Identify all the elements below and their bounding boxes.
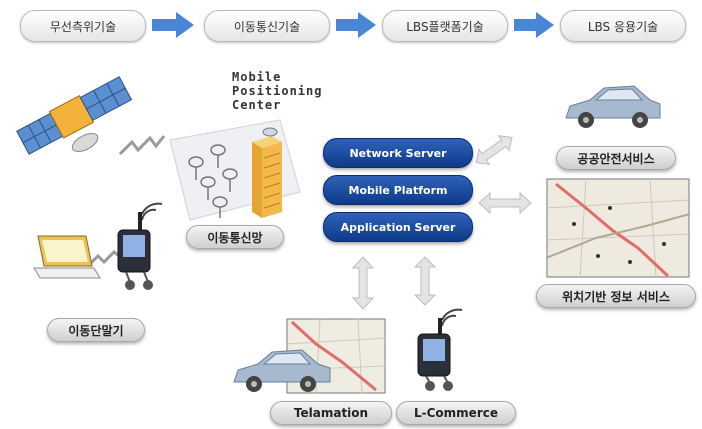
step-label: 이동통신기술 <box>233 19 301 34</box>
server-label: Mobile Platform <box>348 183 448 197</box>
flow-arrows <box>152 12 554 38</box>
telematics-label: Telamation <box>270 401 392 425</box>
car-icon <box>233 349 331 392</box>
telematics-text: Telamation <box>293 406 369 420</box>
lightning-signal-icon <box>118 135 166 156</box>
pda-terminal-icon <box>117 202 163 290</box>
server-label: Application Server <box>340 220 456 234</box>
step-label: LBS플랫폼기술 <box>406 19 484 34</box>
double-arrow-icon <box>478 191 532 215</box>
mpc-label: Mobile Positioning Center <box>232 70 322 112</box>
step-wireless-positioning: 무선측위기술 <box>20 10 146 42</box>
public-safety-text: 공공안전서비스 <box>577 151 655 166</box>
laptop-icon <box>33 235 101 279</box>
lightning-signal-icon <box>86 250 123 268</box>
public-safety-label: 공공안전서비스 <box>556 146 676 170</box>
mobile-terminal-text: 이동단말기 <box>68 323 124 338</box>
mpc-label-line: Mobile <box>232 70 282 84</box>
commerce-text: L-Commerce <box>414 406 498 420</box>
location-service-label: 위치기반 정보 서비스 <box>536 284 696 308</box>
car-icon <box>565 85 661 128</box>
satellite-icon <box>16 76 133 155</box>
mobile-platform-box: Mobile Platform <box>323 175 473 205</box>
step-label: 무선측위기술 <box>49 19 117 34</box>
location-service-text: 위치기반 정보 서비스 <box>562 289 670 304</box>
flow-arrow-2-icon <box>336 12 376 38</box>
flow-arrow-3-icon <box>514 12 554 38</box>
double-arrow-icon <box>475 135 513 165</box>
commerce-label: L-Commerce <box>396 401 516 425</box>
server-label: Network Server <box>349 146 447 160</box>
step-lbs-application: LBS 응용기술 <box>560 10 686 42</box>
location-map-image <box>546 178 690 278</box>
double-arrow-icon <box>351 256 375 310</box>
pda-terminal-icon <box>417 308 463 391</box>
application-server-box: Application Server <box>323 212 473 242</box>
mpc-label-line: Center <box>232 98 282 112</box>
mobile-network-label: 이동통신망 <box>186 225 284 249</box>
mobile-network-text: 이동통신망 <box>207 230 263 245</box>
network-server-box: Network Server <box>323 138 473 168</box>
step-lbs-platform: LBS플랫폼기술 <box>382 10 508 42</box>
step-mobile-communication: 이동통신기술 <box>204 10 330 42</box>
building-icon <box>252 127 282 218</box>
step-label: LBS 응용기술 <box>587 19 659 34</box>
double-arrow-icon <box>413 256 437 306</box>
base-station-area <box>169 119 301 221</box>
antenna-dish-icon <box>188 144 238 218</box>
flow-arrow-1-icon <box>152 12 194 38</box>
mobile-terminal-label: 이동단말기 <box>47 318 145 342</box>
mpc-label-line: Positioning <box>232 84 323 98</box>
